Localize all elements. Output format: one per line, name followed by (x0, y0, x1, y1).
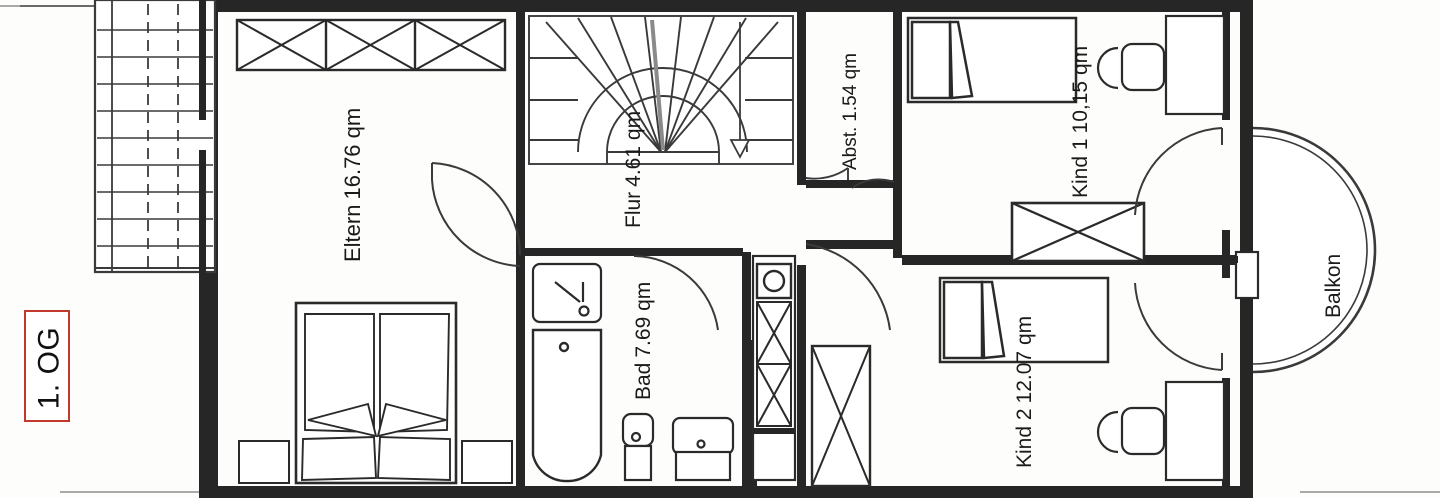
balcony-door-return (1198, 256, 1238, 263)
room-kind1 (906, 14, 1226, 263)
bed-kind1 (906, 16, 1078, 104)
stair-down-arrow (729, 22, 751, 159)
bed-kind2 (938, 276, 1110, 364)
floor-level-tag: 1. OG (24, 310, 70, 422)
chimney-shaft (751, 254, 797, 482)
stair-center-stringer (650, 19, 665, 151)
room-abst (805, 167, 895, 189)
door-kind2-balcony (1134, 282, 1223, 371)
door-kind1-balcony (1134, 127, 1223, 216)
abst-door-wall (806, 180, 894, 188)
chair-kind1 (1096, 42, 1166, 92)
nightstand-left (238, 440, 290, 484)
balcony (1234, 126, 1377, 374)
nightstand-right (461, 440, 513, 484)
chair-kind2 (1096, 406, 1166, 456)
desk-kind1 (1164, 14, 1226, 116)
shaft-x-marks (756, 301, 792, 427)
exterior-walls (205, 0, 1253, 498)
abst-door-leaf (851, 178, 895, 189)
staircase (527, 14, 795, 165)
closet-kind2-x-mark (811, 345, 871, 487)
wardrobe-eltern-x-marks (236, 19, 506, 71)
bed-eltern-detail (301, 313, 451, 481)
shower (531, 262, 603, 324)
room-kind2 (938, 276, 1226, 482)
room-eltern (235, 18, 513, 485)
flue-duct (755, 262, 793, 300)
floor-level-text: 1. OG (32, 326, 65, 410)
desk-kind2 (1164, 380, 1226, 482)
stair-side-wall (199, 0, 206, 498)
room-bad (531, 262, 735, 483)
wardrobe-divider-x-mark (1011, 201, 1145, 263)
bathtub (531, 328, 603, 483)
washbasin (671, 416, 735, 482)
toilet (621, 412, 655, 482)
flur-doors (431, 162, 891, 331)
exterior-stair (20, 0, 217, 274)
